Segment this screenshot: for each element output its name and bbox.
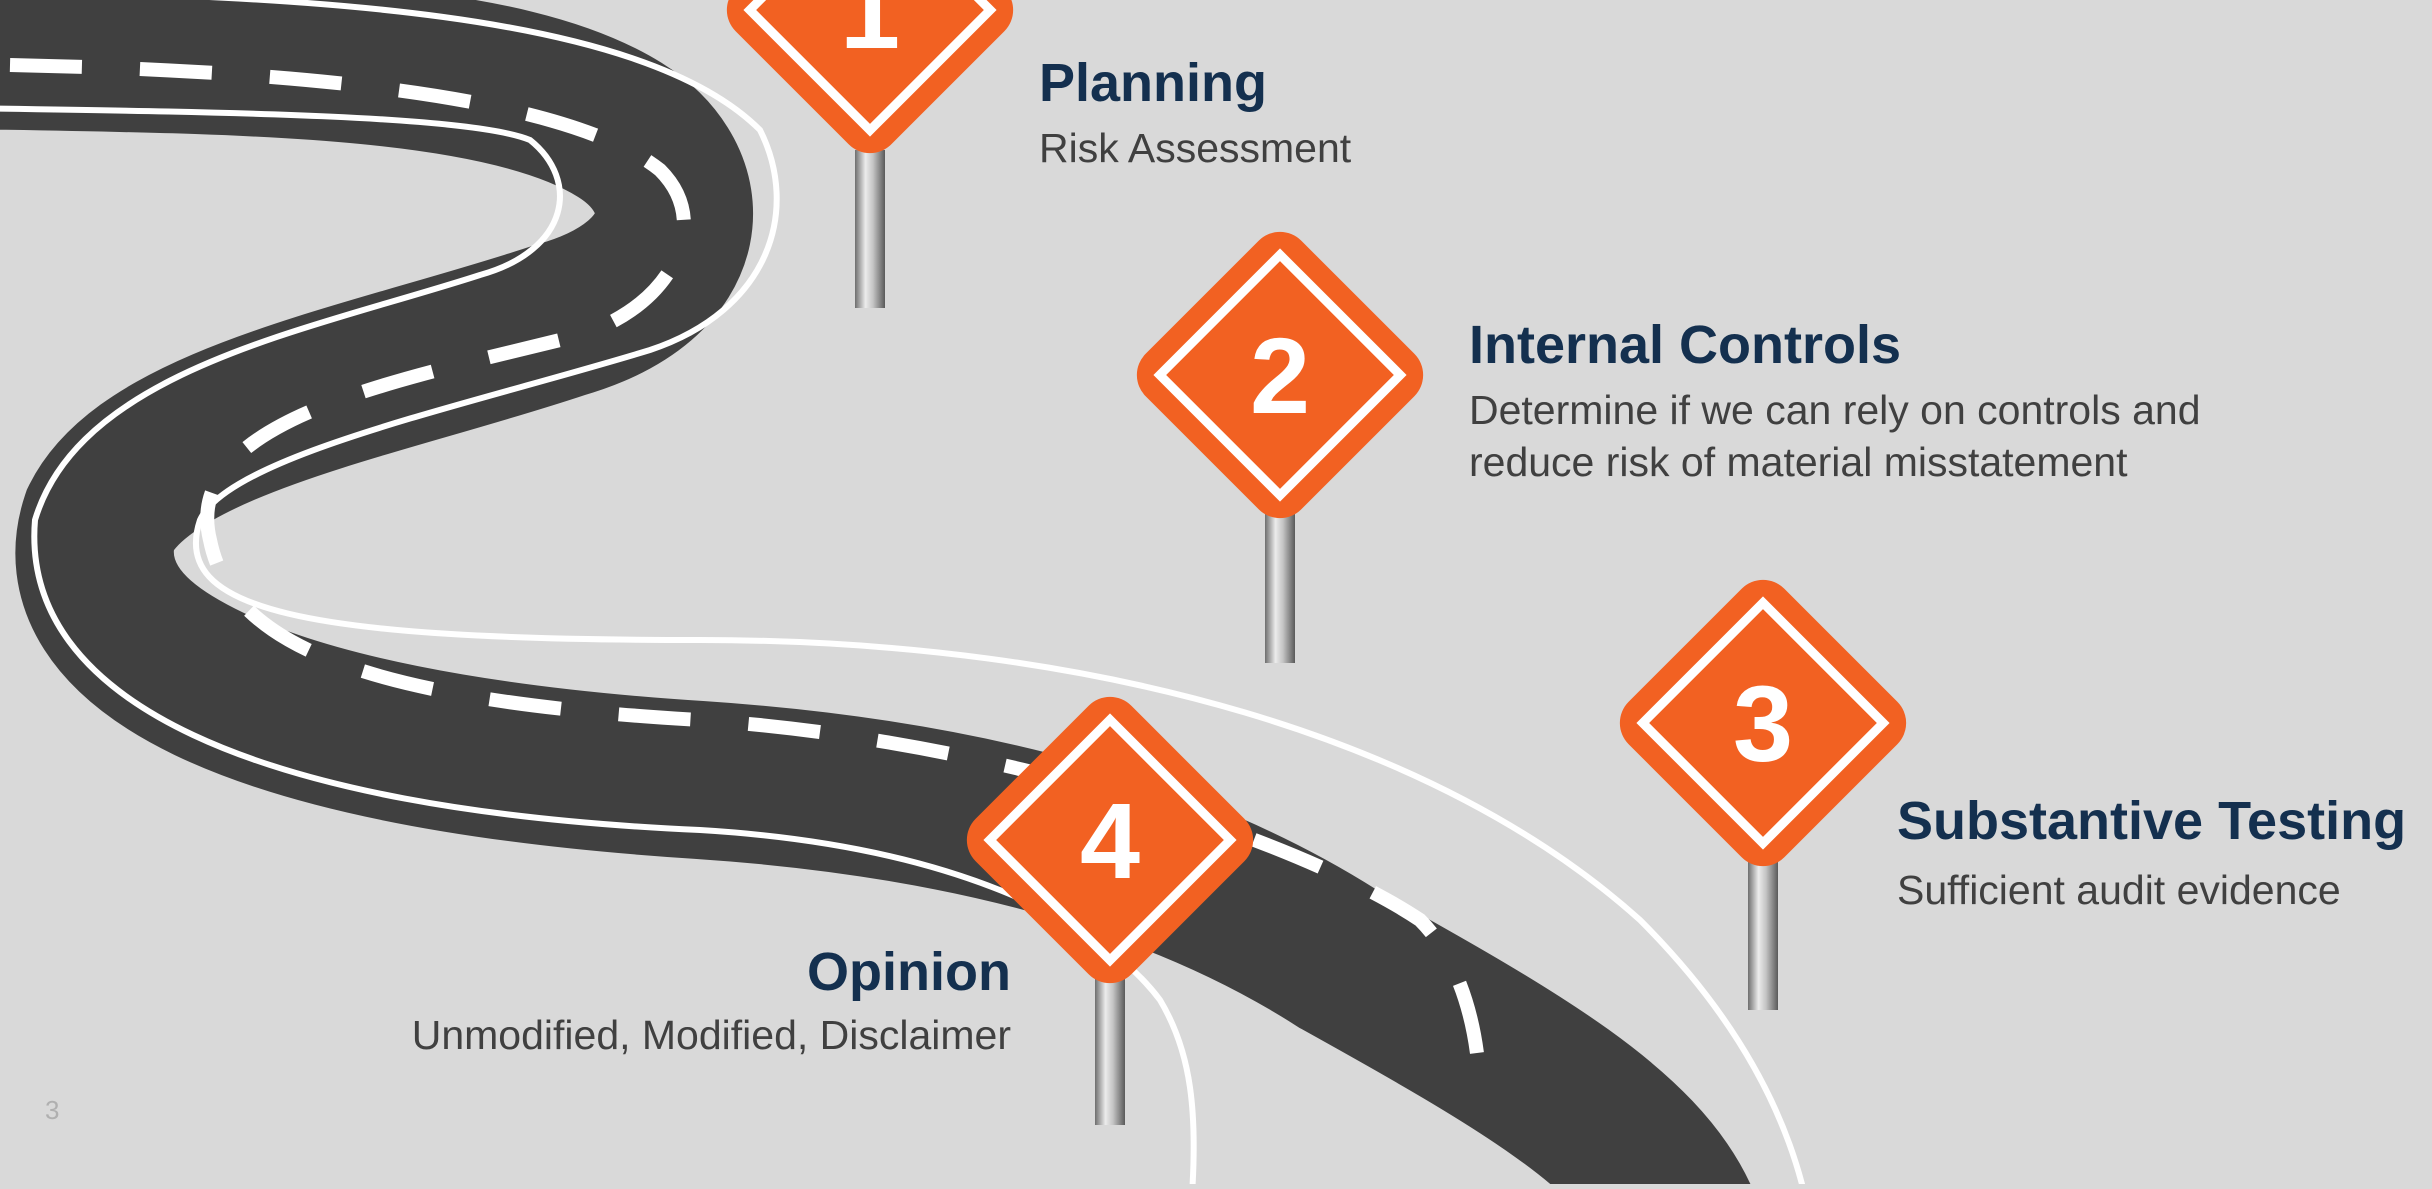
step-2-description-line-2: reduce risk of material misstatement <box>1469 439 2128 485</box>
sign-3-number: 3 <box>1733 663 1793 784</box>
sign-2-diamond <box>1136 231 1424 519</box>
sign-3-pole <box>1748 850 1778 1010</box>
winding-road <box>0 0 1807 1189</box>
sign-3-diamond <box>1619 579 1907 867</box>
road-surface <box>0 0 1753 1189</box>
road-center-line <box>9 58 1487 1101</box>
sign-4-diamond <box>966 696 1254 984</box>
sign-2-number: 2 <box>1250 315 1310 436</box>
sign-1: 1 <box>726 0 1014 308</box>
sign-1-pole <box>855 150 885 308</box>
sign-1-diamond <box>726 0 1014 154</box>
step-4-title: Opinion <box>807 942 1011 1002</box>
step-1-title: Planning <box>1039 53 1267 113</box>
sign-2-border <box>1153 248 1407 502</box>
sign-2: 2 <box>1136 231 1424 663</box>
sign-4-number: 4 <box>1080 780 1140 901</box>
sign-1-number: 1 <box>840 0 900 71</box>
sign-1-border <box>743 0 997 137</box>
page-number: 3 <box>45 1095 60 1125</box>
sign-4-pole <box>1095 965 1125 1125</box>
sign-4: 4 <box>966 696 1254 1125</box>
sign-2-pole <box>1265 505 1295 663</box>
road-edge-outer <box>192 0 1807 1189</box>
sign-3: 3 <box>1619 579 1907 1010</box>
sign-3-border <box>1636 596 1890 850</box>
step-1-description: Risk Assessment <box>1039 125 1352 171</box>
step-3-description: Sufficient audit evidence <box>1897 867 2341 913</box>
step-2-description-line-1: Determine if we can rely on controls and <box>1469 387 2201 433</box>
step-3-title: Substantive Testing <box>1897 791 2407 851</box>
step-2-title: Internal Controls <box>1469 315 1902 375</box>
step-4-description: Unmodified, Modified, Disclaimer <box>411 1012 1011 1058</box>
sign-4-border <box>983 713 1237 967</box>
